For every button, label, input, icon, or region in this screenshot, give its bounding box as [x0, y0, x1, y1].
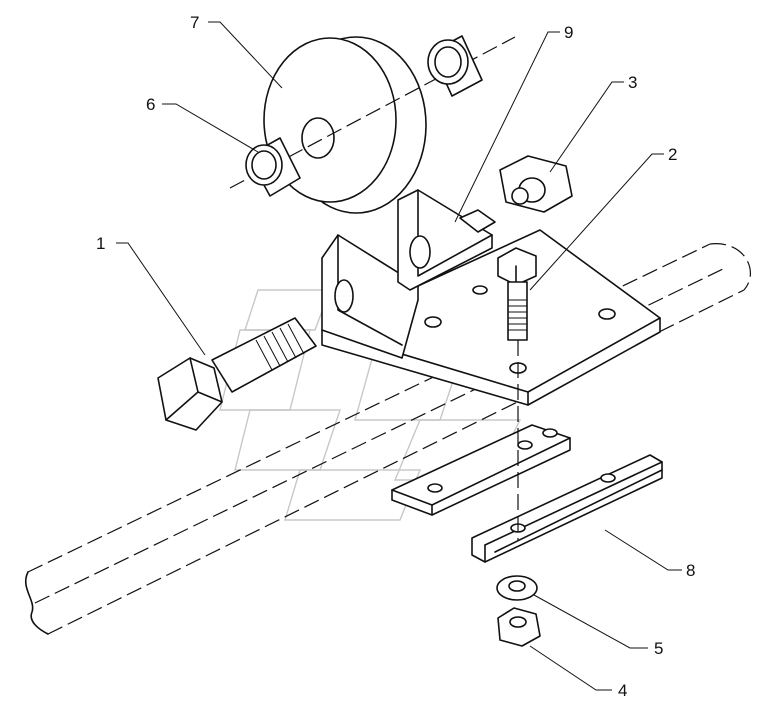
callout-2: 2 — [668, 145, 677, 164]
callout-5: 5 — [654, 639, 663, 658]
horizontal-bolt — [157, 317, 317, 431]
callout-6: 6 — [146, 95, 155, 114]
roller — [229, 36, 516, 214]
callout-7: 7 — [190, 13, 199, 32]
bushing-rear — [427, 35, 483, 97]
callout-9: 9 — [564, 23, 573, 42]
lower-nut — [497, 607, 541, 647]
callout-4: 4 — [618, 681, 627, 700]
bracket — [321, 189, 661, 406]
clamp-plate — [391, 424, 571, 516]
leader-lines — [116, 21, 682, 691]
callout-3: 3 — [628, 73, 637, 92]
hex-nut — [499, 155, 573, 213]
callout-1: 1 — [96, 234, 105, 253]
callout-labels: 1 2 3 4 5 6 7 8 9 — [96, 13, 695, 700]
vertical-bolt — [497, 247, 537, 540]
callout-8: 8 — [686, 561, 695, 580]
washer — [496, 575, 538, 601]
bushing-front — [245, 137, 301, 197]
